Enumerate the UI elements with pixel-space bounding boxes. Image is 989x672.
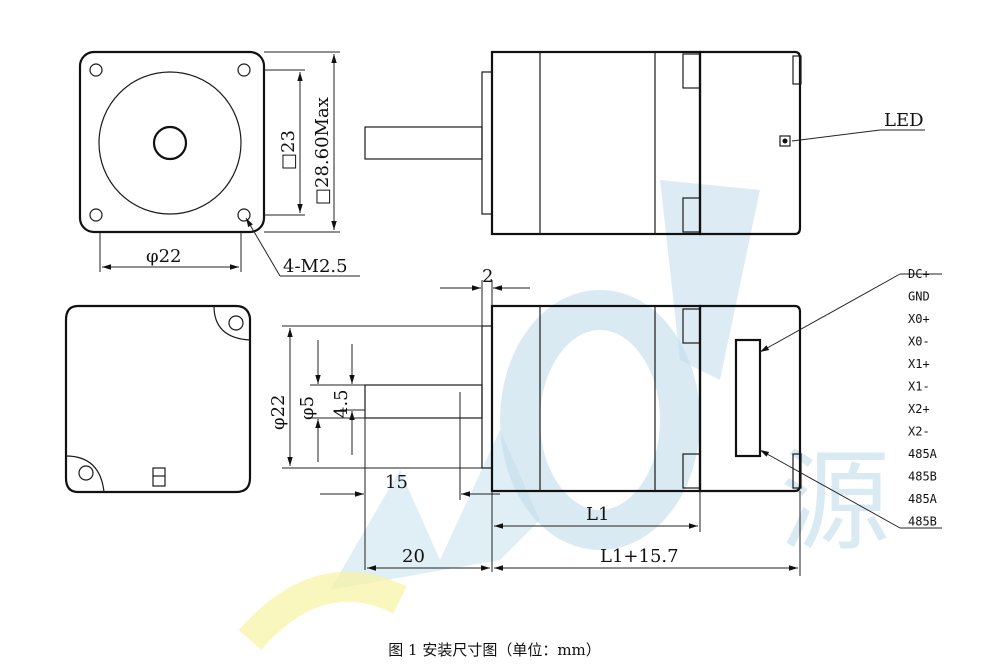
dim-20: 20 xyxy=(402,546,425,567)
pin-label: 485B xyxy=(908,515,937,529)
dim-square-max: □28.60Max xyxy=(312,97,333,205)
watermark: 源 xyxy=(238,180,890,651)
dim-15: 15 xyxy=(385,472,408,493)
dim-phi-5: φ5 xyxy=(297,396,318,420)
bottom-view: 2 φ22 φ5 4.5 15 L1 20 L1+15.7 xyxy=(268,266,942,576)
pin-label: X2+ xyxy=(908,402,930,416)
dim-phi-22: φ22 xyxy=(268,394,289,430)
side-view: LED xyxy=(364,50,925,236)
figure-caption: 图 1 安装尺寸图（单位：mm） xyxy=(388,641,601,659)
pin-label: X2- xyxy=(908,425,930,439)
dim-4-5: 4.5 xyxy=(331,389,352,418)
dim-square-23: □23 xyxy=(278,130,299,170)
pin-label: 485A xyxy=(908,447,938,461)
pin-list: DC+ GND X0+ X0- X1+ X1- X2+ X2- 485A 485B 485A 485B xyxy=(908,267,938,529)
pin-label: 485A xyxy=(908,492,938,506)
pin-label: DC+ xyxy=(908,267,930,281)
dim-L1: L1 xyxy=(586,504,609,525)
pin-label: X0+ xyxy=(908,312,930,326)
pin-label: X1+ xyxy=(908,357,930,371)
pin-label: X0- xyxy=(908,335,930,349)
pin-label: 485B xyxy=(908,470,937,484)
dim-L1-15-7: L1+15.7 xyxy=(600,546,679,567)
pin-label: X1- xyxy=(908,380,930,394)
pin-label: GND xyxy=(908,290,930,304)
dim-diameter-22: φ22 xyxy=(146,246,182,267)
rear-view xyxy=(64,304,252,494)
dim-2: 2 xyxy=(482,266,493,287)
front-view: □23 □28.60Max φ22 4-M2.5 xyxy=(78,50,360,277)
watermark-text: 源 xyxy=(780,438,890,566)
led-label: LED xyxy=(884,110,924,131)
dim-holes: 4-M2.5 xyxy=(283,256,348,277)
